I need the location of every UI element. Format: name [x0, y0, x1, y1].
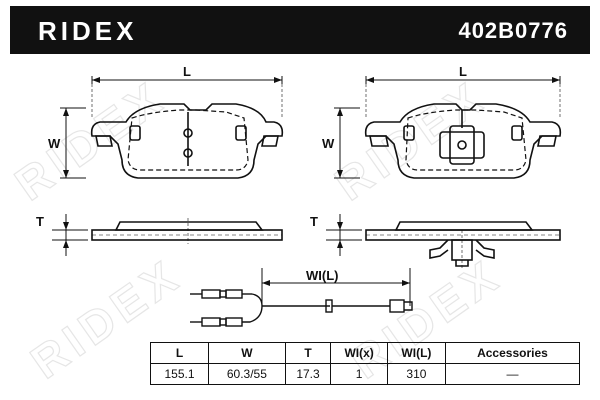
- left-pad-side-view: [52, 214, 283, 256]
- spec-header-cell: Accessories: [444, 342, 581, 364]
- spec-value-cell: 60.3/55: [208, 363, 286, 385]
- spec-value-cell: 17.3: [284, 363, 332, 385]
- width-label: W: [322, 136, 335, 151]
- spec-header-cell: WI(x): [330, 342, 388, 364]
- spec-header-cell: T: [284, 342, 332, 364]
- spec-value-cell: 155.1: [150, 363, 209, 385]
- thickness-label: T: [310, 214, 318, 229]
- spec-value-cell: —: [444, 363, 581, 385]
- spec-header-cell: WI(L): [386, 342, 446, 364]
- length-label: L: [183, 64, 191, 79]
- watermark: RIDEX RIDEX RIDEX RIDEX: [5, 69, 512, 389]
- spec-header-cell: W: [208, 342, 286, 364]
- watermark-text: RIDEX: [5, 70, 175, 210]
- part-number: 402B0776: [458, 18, 568, 43]
- spec-table: L W T WI(x) WI(L) Accessories 155.1 60.3…: [150, 342, 581, 385]
- header-bar: RIDEX 402B0776: [10, 6, 590, 54]
- right-pad-side-view: [326, 214, 561, 270]
- length-label: L: [459, 64, 467, 79]
- left-pad-front-view: [60, 76, 284, 179]
- spec-value-cell: 1: [330, 363, 388, 385]
- brand-logo: RIDEX: [38, 16, 138, 46]
- spec-header-row: L W T WI(x) WI(L) Accessories: [150, 342, 581, 364]
- width-label: W: [48, 136, 61, 151]
- wear-indicator-cable: [190, 268, 413, 327]
- spec-value-row: 155.1 60.3/55 17.3 1 310 —: [150, 363, 581, 385]
- right-pad-front-view: [334, 76, 562, 179]
- wear-indicator-length-label: WI(L): [306, 268, 338, 283]
- spec-value-cell: 310: [386, 363, 446, 385]
- dimension-labels: L L W W T T WI(L): [36, 64, 467, 283]
- thickness-label: T: [36, 214, 44, 229]
- spec-header-cell: L: [150, 342, 209, 364]
